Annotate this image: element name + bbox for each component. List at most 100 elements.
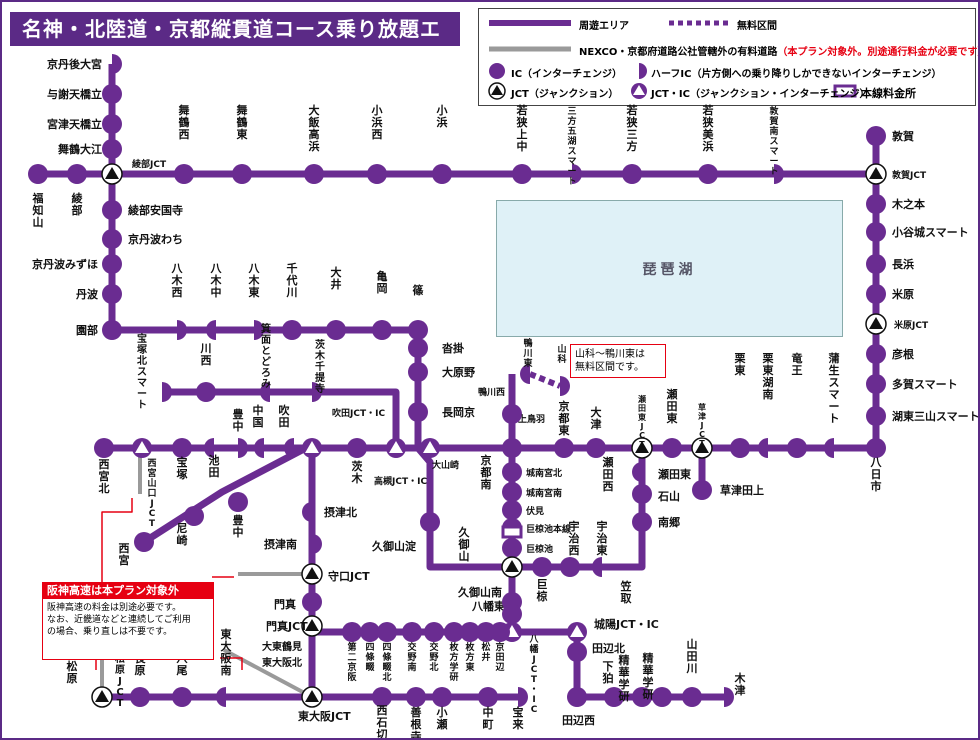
higashi_osaka_minami-label: 大 <box>221 639 232 653</box>
shijonawate-label: 四 <box>365 642 374 653</box>
wakasa_mikata-label: 三 <box>627 128 638 141</box>
takatsuki_jct-jct-ic-mark <box>389 441 403 453</box>
jonangu_minami-ic-icon <box>502 482 522 502</box>
fushimi-label: 伏見 <box>526 505 544 517</box>
tsuruga_minami_smart-label: ー <box>769 157 778 167</box>
shijonawate-label: 畷 <box>365 661 375 673</box>
hoki-label: 来 <box>512 717 525 731</box>
suita-half-ic-icon <box>284 438 294 458</box>
route-chugoku <box>142 446 304 545</box>
katano_kita-label: 野 <box>429 652 438 663</box>
mino_todoromi-half-ic-icon <box>260 382 270 402</box>
nakakoku-half-ic-icon <box>254 438 264 458</box>
kadoma_jct-label: 門真JCT <box>266 619 308 633</box>
ritto_konan-label: 湖 <box>763 375 774 389</box>
ishiyama-ic-icon <box>632 484 652 504</box>
kusatsu_tagami-label: 草津田上 <box>720 483 764 497</box>
kusatsu_jct-jct-mark <box>695 441 709 453</box>
katano_kita-ic-icon <box>424 622 444 642</box>
ritto-label: 東 <box>735 363 747 377</box>
lake-biwa: 琵琶湖 <box>496 200 843 337</box>
moriguchi_jct-label: 守口JCT <box>328 569 370 583</box>
nagaokakyo-label: 長岡京 <box>442 405 475 419</box>
page-title: 名神・北陸道・京都縦貫道コース乗り放題エリア <box>10 12 460 75</box>
hirakata_higashi-label: 枚 <box>465 641 475 653</box>
hanshin-note-head: 阪神高速は本プラン対象外 <box>43 583 213 599</box>
yosano_amahashidate-ic-icon <box>102 84 122 104</box>
mikatagoko_smart-label: 五 <box>567 126 576 137</box>
tsuruga_minami_smart-half-ic-icon <box>774 164 784 184</box>
taga_smart-ic-icon <box>866 374 886 394</box>
kyotanabe-label: 京 <box>495 641 504 653</box>
takarazuka-ic-icon <box>172 438 192 458</box>
seta_higashi_jct-label: 瀬 <box>638 394 646 404</box>
nishinomiya_kita-label: 北 <box>99 481 110 495</box>
nakamachi-ic-icon <box>478 687 498 707</box>
kyoto_minami-ic-icon <box>502 438 522 458</box>
ibaraki_senteiji-label: 木 <box>314 349 326 362</box>
maibara_jct-label: 米原JCT <box>893 319 929 331</box>
mikatagoko_smart-label: 方 <box>567 115 576 127</box>
oi_takahama-label: 大 <box>309 103 320 117</box>
seta_higashi-ic-icon <box>662 438 682 458</box>
ayabe-label: 綾 <box>72 191 84 205</box>
shino-ic-icon <box>408 320 428 340</box>
yokaichi-label: 八 <box>870 456 883 469</box>
fukuchiyama-label: 知 <box>32 203 44 217</box>
ryuo-label: 竜 <box>792 351 803 365</box>
seika_gakken-label: 学 <box>619 677 630 691</box>
tsuruga-ic-icon <box>866 126 886 146</box>
higashi_osaka_minami-label: 阪 <box>221 651 233 665</box>
ayabe_ankokuji-label: 綾部安国寺 <box>128 203 183 217</box>
kamogawa_higashi-label: 東 <box>523 357 532 369</box>
tsuruga_minami_smart-label: 敦 <box>769 105 779 117</box>
oi_takahama-label: 浜 <box>309 139 320 153</box>
seta_higashi_jct-label: J <box>640 422 644 431</box>
ryuo-label: 王 <box>792 364 803 377</box>
seta_higashi-label: 瀬田東 <box>658 467 692 481</box>
legend-half-ic-label: ハーフIC（片方側への乗り降りしかできないインターチェンジ） <box>651 69 942 80</box>
ayabe_jct-label: 綾部JCT <box>132 158 167 170</box>
kyoto_minami-label: 南 <box>481 477 492 491</box>
hoki-half-ic-icon <box>518 687 528 707</box>
oi-label: 井 <box>331 277 342 291</box>
hikone-label: 彦根 <box>892 347 915 361</box>
seika_gakken-label: 研 <box>643 688 654 701</box>
ibaraki_senteiji-label: 寺 <box>315 382 325 395</box>
ogura-ic-icon <box>532 557 552 577</box>
kyotango_omiya-label: 京丹後大宮 <box>47 57 102 71</box>
kinomoto-label: 木之本 <box>891 197 925 211</box>
nishi_ishikiri-label: 石 <box>376 716 388 729</box>
shijonawate_kita-ic-icon <box>377 622 397 642</box>
nakakoku-label: 中 <box>253 403 264 417</box>
yokaichi-ic-icon <box>866 438 886 458</box>
tsuruga_minami_smart-label: マ <box>769 147 778 157</box>
yawata_jct-label: C <box>531 665 538 675</box>
gamo_smart-label: 生 <box>829 363 840 377</box>
wakasa_kaminaka-label: 狭 <box>516 115 529 129</box>
shijonawate_kita-label: 北 <box>382 671 391 683</box>
wakasa_kaminaka-label: 若 <box>517 103 528 117</box>
matsubara_jct-label: 原 <box>115 664 125 676</box>
uji_higashi-label: 東 <box>597 543 609 557</box>
kumiyama_yodo-ic-icon <box>420 512 440 532</box>
kameoka-ic-icon <box>372 320 392 340</box>
nishinomiya-ic-icon <box>134 532 154 552</box>
ritto_konan-label: 栗 <box>763 352 774 365</box>
oi_takahama-ic-icon <box>304 164 324 184</box>
wakasa_kaminaka-label: 中 <box>517 139 528 153</box>
kizu-label: 津 <box>735 683 746 697</box>
legend-ic-icon <box>489 63 505 79</box>
kusatsu_jct-label: 草 <box>698 402 706 412</box>
kizu-half-ic-icon <box>724 687 734 707</box>
kumiyama-label: 久 <box>459 525 471 539</box>
free-section-note: 山科～鴨川東は 無料区間です。 <box>570 344 666 378</box>
kumiyama-label: 御 <box>458 537 470 551</box>
ogura-ike-honsen-toll-icon <box>501 525 523 539</box>
nishinomiya_kita-label: 宮 <box>99 469 110 483</box>
tsuruga_minami_smart-label: ス <box>769 136 778 147</box>
nishinomiya_yamaguchi_jct-label: 口 <box>147 488 156 499</box>
yokaichi-label: 市 <box>871 479 882 493</box>
matsubara_jct-label: T <box>117 698 124 709</box>
